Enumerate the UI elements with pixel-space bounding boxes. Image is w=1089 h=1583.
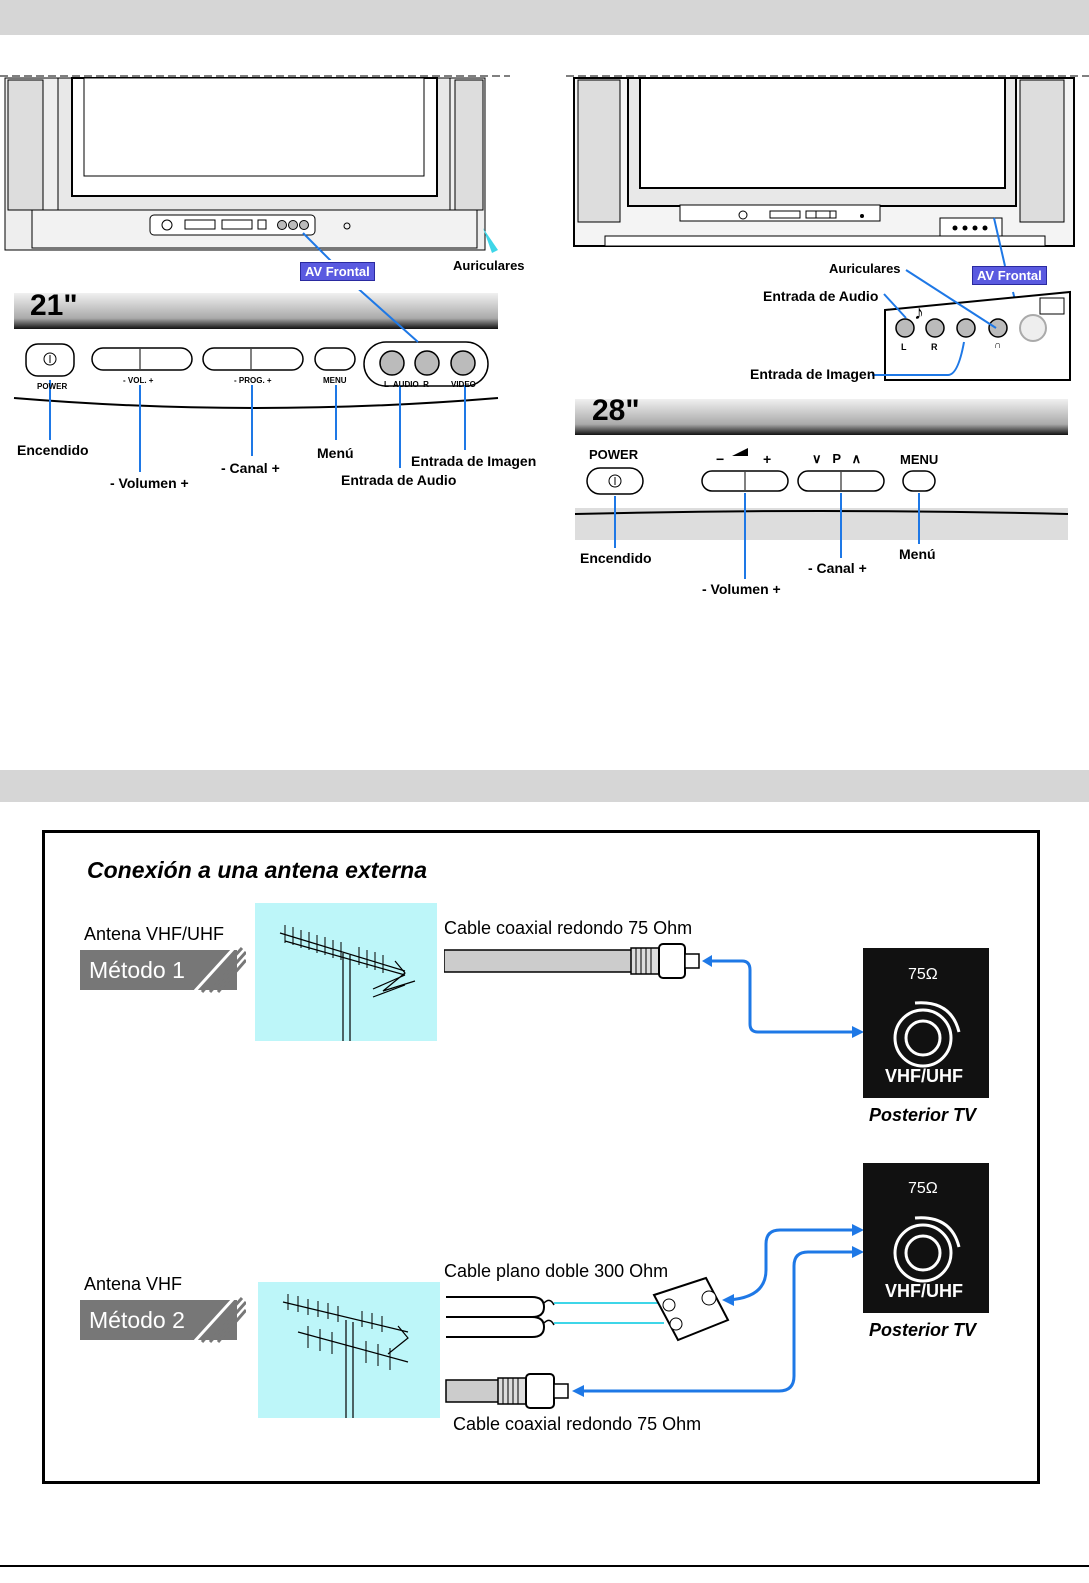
tv28-jack-r: R xyxy=(931,342,938,352)
tv28-canal-label: - Canal + xyxy=(808,560,867,576)
tv28-drawing xyxy=(566,75,1089,381)
method2-flat-cable-label: Cable plano doble 300 Ohm xyxy=(444,1261,669,1281)
method2-coax-cable-label: Cable coaxial redondo 75 Ohm xyxy=(453,1414,702,1434)
tv21-power-text: POWER xyxy=(37,382,68,391)
tv21-size-label: 21" xyxy=(30,289,78,322)
method1-antenna-image xyxy=(255,903,437,1041)
method2-posterior-label: Posterior TV xyxy=(869,1320,977,1340)
method2-jack-ohm: 75Ω xyxy=(908,1180,938,1197)
tv21-entrada-audio-label: Entrada de Audio xyxy=(341,472,457,488)
tv28-power-text: POWER xyxy=(589,447,639,462)
tv28-av-frontal-tag: AV Frontal xyxy=(972,266,1047,285)
method2-stripes xyxy=(194,1296,246,1344)
tv21-auriculares-label: Auriculares xyxy=(453,258,525,273)
method2-antenna-label: Antena VHF xyxy=(84,1274,183,1294)
tv21-menu-text: MENU xyxy=(323,376,347,385)
tv28-vol-minus-text: − xyxy=(716,451,725,467)
method1-jack-ohm: 75Ω xyxy=(908,966,938,983)
method1-antenna-label: Antena VHF/UHF xyxy=(84,924,225,944)
tv28-encendido-label: Encendido xyxy=(580,550,652,566)
method1-jack-name: VHF/UHF xyxy=(885,1066,963,1086)
tv21-volumen-label: - Volumen + xyxy=(110,475,189,491)
tv28-vol-plus-text: + xyxy=(763,451,772,467)
method2-antenna-image xyxy=(258,1282,440,1418)
method2-jack-name: VHF/UHF xyxy=(885,1281,963,1301)
tv21-menu-label: Menú xyxy=(317,445,354,461)
tv28-entrada-imagen-label: Entrada de Imagen xyxy=(750,366,876,382)
tv21-prog-text: - PROG. + xyxy=(234,376,272,385)
tv28-menu-text: MENU xyxy=(900,452,939,467)
tv21-encendido-label: Encendido xyxy=(17,442,89,458)
tv28-size-label: 28" xyxy=(592,394,640,427)
method1-posterior-label: Posterior TV xyxy=(869,1105,977,1125)
headphone-icon: ∩ xyxy=(994,340,1002,351)
tv28-prog-text: ∨ P ∧ xyxy=(812,451,862,466)
tv28-volumen-label: - Volumen + xyxy=(702,581,781,597)
tv28-jack-l: L xyxy=(901,342,907,352)
tv28-entrada-audio-label: Entrada de Audio xyxy=(763,288,879,304)
method1-coax-cable xyxy=(444,943,864,1038)
method2-jack-box xyxy=(863,1163,989,1313)
method2-cables xyxy=(445,1224,864,1409)
method1-jack-box xyxy=(863,948,989,1098)
tv28-auriculares-label: Auriculares xyxy=(829,261,901,276)
footer-rule xyxy=(0,1565,1089,1567)
method1-cable-label: Cable coaxial redondo 75 Ohm xyxy=(444,918,693,938)
tv21-video-text: VIDEO xyxy=(451,380,476,389)
tv21-audio-text: L AUDIO R xyxy=(384,380,429,389)
tv28-control-panel xyxy=(574,399,1069,579)
tv21-drawing xyxy=(0,75,510,260)
tv21-av-frontal-tag: AV Frontal xyxy=(300,262,375,281)
tv21-canal-label: - Canal + xyxy=(221,460,280,476)
header-band-middle xyxy=(0,770,1089,802)
tv21-control-panel xyxy=(13,290,499,472)
tv28-menu-label: Menú xyxy=(899,546,936,562)
header-band-top xyxy=(0,0,1089,35)
tv21-entrada-imagen-label: Entrada de Imagen xyxy=(411,453,537,469)
tv21-vol-text: - VOL. + xyxy=(123,376,154,385)
panel-title: Conexión a una antena externa xyxy=(87,857,427,883)
antenna-panel xyxy=(42,830,1040,1484)
method1-stripes xyxy=(194,946,246,994)
music-note-icon: ♪ xyxy=(914,302,924,324)
